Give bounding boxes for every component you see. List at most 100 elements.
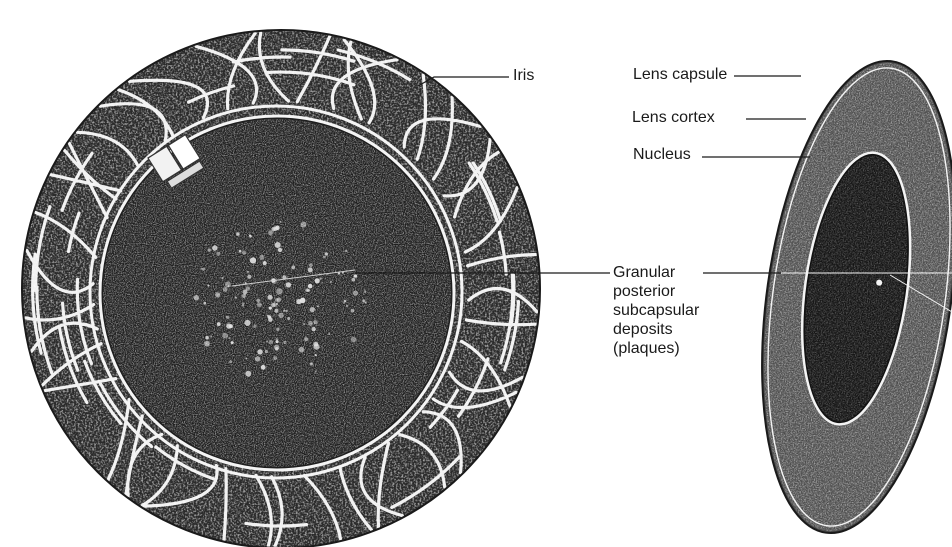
plaque-speck — [342, 272, 344, 274]
plaque-speck — [243, 290, 248, 295]
lens-cortex-label: Lens cortex — [632, 108, 715, 127]
plaque-speck — [208, 249, 211, 252]
nucleus-label: Nucleus — [633, 145, 691, 164]
plaque-speck — [263, 261, 267, 265]
plaque-speck — [283, 310, 285, 312]
plaque-speck — [261, 365, 266, 370]
plaque-speck — [210, 335, 212, 337]
plaque-speck — [223, 287, 228, 292]
plaque-speck — [273, 226, 278, 231]
plaque-speck — [245, 371, 251, 377]
plaque-speck — [202, 268, 205, 271]
plaque-speck — [352, 278, 356, 282]
plaque-speck — [308, 321, 313, 326]
plaque-speck — [286, 282, 291, 287]
plaque-speck — [226, 316, 229, 319]
plaque-speck — [310, 307, 315, 312]
plaque-speck — [310, 362, 313, 365]
plaque-speck — [268, 317, 273, 322]
deposits-label-line: posterior — [613, 282, 699, 301]
plaque-speck — [285, 310, 287, 312]
plaque-speck — [287, 317, 290, 320]
plaque-speck — [265, 350, 268, 353]
plaque-speck — [275, 242, 281, 248]
plaque-speck — [351, 337, 357, 343]
plaque-speck — [276, 328, 279, 331]
plaque-speck — [278, 248, 282, 252]
plaque-speck — [314, 299, 316, 301]
plaque-speck — [312, 327, 316, 331]
front-view — [22, 30, 540, 547]
plaque-speck — [257, 302, 262, 307]
plaque-speck — [266, 341, 268, 343]
plaque-speck — [268, 230, 273, 235]
plaque-speck — [225, 282, 231, 288]
plaque-speck — [229, 360, 232, 363]
plaque-speck — [239, 250, 242, 253]
plaque-speck — [303, 323, 305, 325]
deposits-label-line: deposits — [613, 320, 699, 339]
plaque-speck — [314, 320, 318, 324]
plaque-speck — [296, 299, 301, 304]
plaque-speck — [279, 221, 281, 223]
plaque-speck — [221, 277, 223, 279]
plaque-speck — [247, 271, 249, 273]
plaque-speck — [229, 324, 233, 328]
plaque-speck — [203, 302, 206, 305]
plaque-speck — [242, 304, 244, 306]
plaque-speck — [271, 303, 275, 307]
plaque-speck — [346, 305, 348, 307]
plaque-speck — [299, 347, 305, 353]
plaque-speck — [309, 263, 313, 267]
plaque-speck — [308, 284, 313, 289]
plaque-speck — [323, 256, 326, 259]
plaque-speck — [217, 322, 221, 326]
plaque-speck — [304, 337, 308, 341]
plaque-speck — [305, 289, 308, 292]
plaque-speck — [277, 298, 282, 303]
plaque-speck — [344, 300, 347, 303]
plaque-speck — [204, 341, 210, 347]
plaque-speck — [194, 295, 199, 300]
plaque-speck — [215, 292, 220, 297]
plaque-speck — [353, 291, 358, 296]
plaque-speck — [308, 267, 313, 272]
plaque-speck — [242, 251, 246, 255]
plaque-speck — [205, 336, 208, 339]
plaque-speck — [283, 341, 286, 344]
plaque-speck — [269, 307, 272, 310]
plaque-speck — [222, 333, 228, 339]
plaque-speck — [315, 370, 317, 372]
deposits-label-line: subcapsular — [613, 301, 699, 320]
plaque-speck — [325, 252, 328, 255]
plaque-speck — [328, 333, 330, 335]
plaque-speck — [364, 290, 367, 293]
plaque-speck — [257, 349, 262, 354]
plaque-speck — [249, 234, 251, 236]
plaque-speck — [275, 309, 279, 313]
plaque-speck — [231, 341, 234, 344]
plaque-speck — [314, 344, 320, 350]
iris-label: Iris — [513, 66, 534, 85]
plaque-speck — [330, 281, 332, 283]
plaque-speck — [228, 285, 230, 287]
deposits-label-line: (plaques) — [613, 339, 699, 358]
plaque-speck — [278, 313, 283, 318]
plaque-speck — [273, 356, 277, 360]
deposits-label: Granular posterior subcapsular deposits … — [613, 263, 699, 358]
plaque-speck — [216, 252, 220, 256]
plaque-speck — [253, 325, 256, 328]
plaque-speck — [256, 299, 260, 303]
plaque-speck — [246, 358, 248, 360]
plaque-speck — [207, 285, 209, 287]
plaque-speck — [345, 250, 348, 253]
plaque-speck — [255, 356, 260, 361]
plaque-speck — [242, 302, 244, 304]
plaque-speck — [259, 255, 264, 260]
lens-side-view — [735, 49, 952, 546]
deposits-label-line: Granular — [613, 263, 699, 282]
plaque-speck — [275, 338, 278, 341]
plaque-speck — [235, 297, 237, 299]
plaque-speck — [242, 294, 246, 298]
